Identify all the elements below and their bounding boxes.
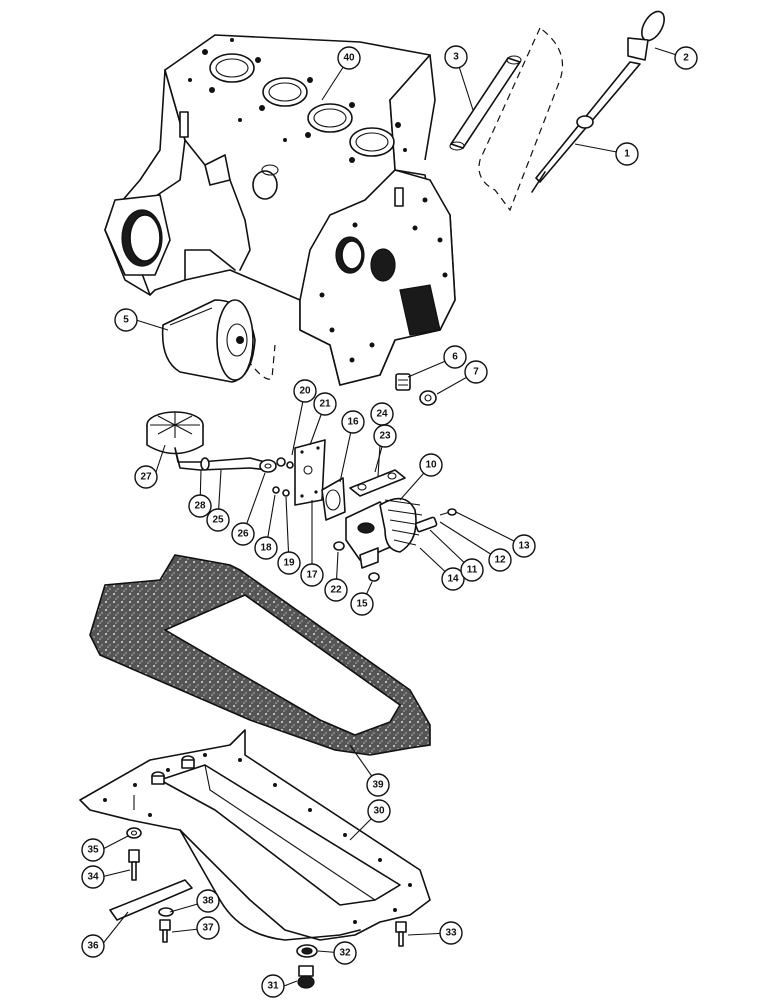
callout-35: 35 — [81, 838, 105, 862]
dipstick-tube — [449, 27, 564, 212]
callout-40: 40 — [337, 46, 361, 70]
callout-1: 1 — [615, 142, 639, 166]
callout-16: 16 — [341, 410, 365, 434]
callout-27: 27 — [134, 465, 158, 489]
svg-text:12: 12 — [494, 555, 506, 566]
callout-10: 10 — [419, 453, 443, 477]
svg-text:16: 16 — [347, 417, 359, 428]
callout-28: 28 — [188, 494, 212, 518]
svg-text:14: 14 — [447, 574, 459, 585]
callout-6: 6 — [443, 345, 467, 369]
callout-37: 37 — [196, 916, 220, 940]
svg-text:38: 38 — [202, 896, 214, 907]
callout-23: 23 — [373, 424, 397, 448]
callout-17: 17 — [300, 563, 324, 587]
engine-block — [104, 34, 456, 386]
callout-39: 39 — [366, 773, 390, 797]
svg-text:32: 32 — [339, 948, 351, 959]
svg-text:40: 40 — [343, 53, 355, 64]
callout-21: 21 — [313, 392, 337, 416]
callout-36: 36 — [81, 934, 105, 958]
svg-text:15: 15 — [356, 599, 368, 610]
svg-text:36: 36 — [87, 941, 99, 952]
svg-text:35: 35 — [87, 845, 99, 856]
callout-12: 12 — [488, 548, 512, 572]
callout-34: 34 — [81, 865, 105, 889]
svg-text:21: 21 — [319, 399, 331, 410]
callout-32: 32 — [333, 941, 357, 965]
oil-filter — [161, 299, 276, 383]
oil-pump — [345, 497, 457, 569]
svg-text:24: 24 — [376, 409, 388, 420]
svg-text:34: 34 — [87, 872, 99, 883]
svg-text:23: 23 — [379, 431, 391, 442]
svg-text:2: 2 — [683, 53, 689, 64]
svg-text:3: 3 — [453, 52, 459, 63]
callout-5: 5 — [114, 308, 138, 332]
callout-3: 3 — [444, 45, 468, 69]
callout-22: 22 — [324, 578, 348, 602]
svg-text:6: 6 — [452, 352, 458, 363]
callout-25: 25 — [206, 508, 230, 532]
svg-text:22: 22 — [330, 585, 342, 596]
callout-38: 38 — [196, 889, 220, 913]
svg-text:26: 26 — [237, 529, 249, 540]
oil-pan-gasket — [89, 554, 431, 756]
svg-text:11: 11 — [467, 565, 478, 576]
svg-text:25: 25 — [212, 515, 224, 526]
svg-text:5: 5 — [123, 315, 129, 326]
callout-26: 26 — [231, 522, 255, 546]
callout-33: 33 — [439, 921, 463, 945]
callout-7: 7 — [464, 360, 488, 384]
callout-14: 14 — [441, 567, 465, 591]
svg-text:28: 28 — [194, 501, 206, 512]
svg-text:19: 19 — [283, 558, 295, 569]
svg-text:7: 7 — [473, 367, 479, 378]
svg-text:27: 27 — [140, 472, 152, 483]
callout-20: 20 — [293, 379, 317, 403]
callout-13: 13 — [512, 534, 536, 558]
callout-24: 24 — [370, 402, 394, 426]
svg-text:37: 37 — [202, 923, 214, 934]
callout-2: 2 — [674, 46, 698, 70]
callout-11: 11 — [460, 558, 484, 582]
svg-text:39: 39 — [372, 780, 384, 791]
svg-text:18: 18 — [260, 543, 272, 554]
callout-31: 31 — [261, 974, 285, 998]
callout-18: 18 — [254, 536, 278, 560]
pump-small-parts — [272, 439, 406, 582]
svg-text:31: 31 — [267, 981, 279, 992]
svg-text:10: 10 — [425, 460, 437, 471]
svg-text:30: 30 — [373, 806, 385, 817]
callout-15: 15 — [350, 592, 374, 616]
svg-text:20: 20 — [299, 386, 311, 397]
svg-text:33: 33 — [445, 928, 457, 939]
oil-pickup-screen — [146, 411, 277, 473]
svg-text:17: 17 — [306, 570, 318, 581]
oil-pan — [79, 729, 431, 941]
dipstick — [531, 10, 665, 193]
svg-text:13: 13 — [518, 541, 530, 552]
svg-text:1: 1 — [624, 149, 630, 160]
callout-30: 30 — [367, 799, 391, 823]
plug-and-washer — [395, 373, 437, 406]
callout-19: 19 — [277, 551, 301, 575]
pan-hardware — [109, 827, 407, 989]
